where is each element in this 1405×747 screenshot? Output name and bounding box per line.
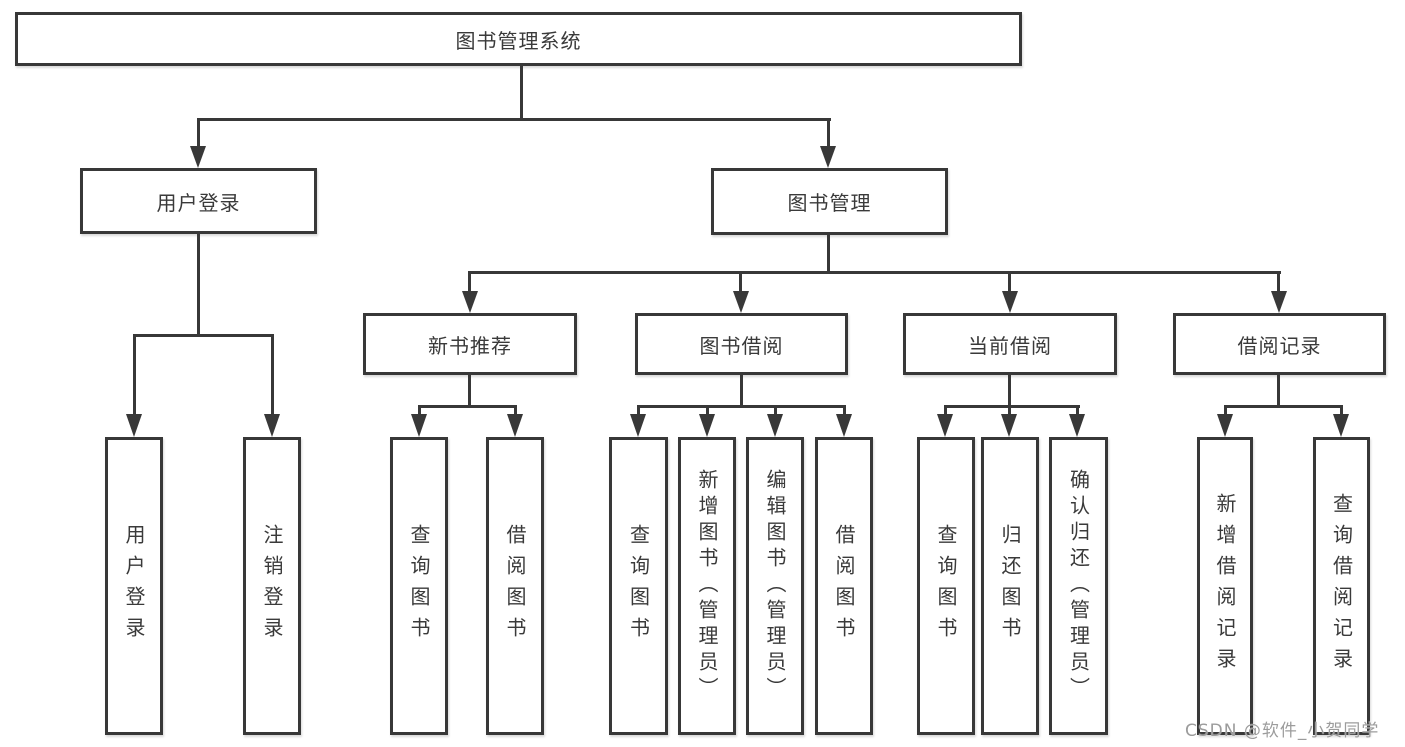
leaf-recommend-query-book-label: 查询图书	[407, 524, 431, 648]
leaf-recommend-query-book: 查询图书	[390, 437, 448, 735]
leaf-logout: 注销登录	[243, 437, 301, 735]
connector-stub-borrow-add-book	[706, 405, 709, 415]
node-borrow-records: 借阅记录	[1173, 313, 1386, 375]
arrowhead-recommend-query-book	[411, 414, 427, 437]
node-borrow-records-label: 借阅记录	[1237, 333, 1322, 358]
leaf-borrow-add-book-admin: 新增图书（管理员）	[678, 437, 736, 735]
connector-stub-borrow-borrow-book	[843, 405, 846, 415]
leaf-borrow-edit-book-admin-label: 编辑图书（管理员）	[763, 469, 787, 703]
leaf-recommend-borrow-book: 借阅图书	[486, 437, 544, 735]
connector-borrow-records-drop	[1277, 373, 1280, 408]
arrowhead-borrow-add-book	[699, 414, 715, 437]
leaf-borrow-query-book-label: 查询图书	[626, 524, 651, 648]
node-new-book-recommend: 新书推荐	[363, 313, 577, 375]
node-root-label: 图书管理系统	[455, 28, 582, 53]
connector-book-borrow-rail	[637, 405, 846, 408]
arrowhead-recommend-borrow-book	[507, 414, 523, 437]
connector-root-drop	[520, 64, 523, 121]
connector-l3-stub-new-book-recommend	[468, 271, 471, 293]
csdn-watermark: CSDN @软件_小贺同学	[1185, 721, 1380, 741]
leaf-current-return-book: 归还图书	[981, 437, 1039, 735]
arrowhead-leaf-user-login	[126, 414, 142, 437]
connector-stub-borrow-edit-book	[774, 405, 777, 415]
node-book-management-label: 图书管理	[787, 191, 872, 215]
node-current-borrow: 当前借阅	[903, 313, 1117, 375]
leaf-user-login: 用户登录	[105, 437, 163, 735]
leaf-records-query-record-label: 查询借阅记录	[1329, 493, 1354, 679]
node-new-book-recommend-label: 新书推荐	[428, 333, 512, 358]
connector-l3-stub-borrow-records	[1277, 271, 1280, 293]
node-book-management: 图书管理	[711, 168, 948, 235]
node-book-borrow: 图书借阅	[635, 313, 848, 375]
leaf-borrow-edit-book-admin: 编辑图书（管理员）	[746, 437, 804, 735]
connector-current-borrow-drop	[1008, 375, 1011, 408]
connector-stub-borrow-query-book	[637, 405, 640, 415]
leaf-records-add-record-label: 新增借阅记录	[1213, 493, 1237, 679]
connector-l2-stub-user-login	[197, 118, 200, 149]
leaf-user-login-label: 用户登录	[122, 524, 146, 648]
leaf-records-query-record: 查询借阅记录	[1313, 437, 1370, 735]
connector-book-borrow-drop	[740, 373, 743, 408]
arrowhead-book-borrow	[733, 291, 749, 313]
leaf-borrow-borrow-book-label: 借阅图书	[832, 524, 856, 648]
connector-l3-rail	[468, 271, 1281, 274]
node-book-borrow-label: 图书借阅	[699, 333, 784, 358]
connector-book-management-drop	[827, 233, 830, 274]
connector-user-login-rail	[133, 334, 274, 337]
leaf-recommend-borrow-book-label: 借阅图书	[503, 524, 527, 648]
connector-borrow-records-rail	[1224, 405, 1343, 408]
connector-stub-recommend-query-book	[418, 405, 421, 415]
connector-stub-leaf-logout	[271, 334, 274, 415]
connector-stub-records-query-record	[1340, 405, 1343, 415]
leaf-current-confirm-return-admin-label: 确认归还（管理员）	[1066, 469, 1091, 703]
leaf-current-return-book-label: 归还图书	[998, 524, 1022, 648]
connector-l3-stub-book-borrow	[739, 271, 742, 293]
leaf-current-query-book: 查询图书	[917, 437, 975, 735]
connector-l2-stub-book-management	[827, 118, 830, 149]
connector-user-login-drop	[197, 232, 200, 336]
connector-current-borrow-rail	[944, 405, 1080, 408]
connector-l2-rail	[197, 118, 831, 121]
connector-stub-current-return-book	[1008, 405, 1011, 415]
arrowhead-records-add-record	[1217, 414, 1233, 437]
node-user-login: 用户登录	[80, 168, 317, 234]
arrowhead-current-return-book	[1001, 414, 1017, 437]
leaf-logout-label: 注销登录	[260, 524, 284, 648]
node-root: 图书管理系统	[15, 12, 1022, 66]
arrowhead-book-management	[820, 146, 836, 168]
connector-stub-records-add-record	[1224, 405, 1227, 415]
arrowhead-borrow-query-book	[630, 414, 646, 437]
node-user-login-label: 用户登录	[156, 190, 241, 215]
arrowhead-current-query-book	[937, 414, 953, 437]
arrowhead-leaf-logout	[264, 414, 280, 437]
connector-stub-current-confirm-return	[1076, 405, 1079, 415]
leaf-records-add-record: 新增借阅记录	[1197, 437, 1253, 735]
connector-new-book-recommend-drop	[468, 373, 471, 408]
connector-stub-current-query-book	[944, 405, 947, 415]
connector-stub-leaf-user-login	[133, 334, 136, 415]
leaf-borrow-query-book: 查询图书	[609, 437, 668, 735]
connector-l3-stub-current-borrow	[1008, 271, 1011, 293]
arrowhead-borrow-records	[1271, 291, 1287, 313]
arrowhead-borrow-edit-book	[767, 414, 783, 437]
connector-stub-recommend-borrow-book	[514, 405, 517, 415]
arrowhead-records-query-record	[1333, 414, 1349, 437]
leaf-current-query-book-label: 查询图书	[934, 524, 958, 648]
leaf-borrow-add-book-admin-label: 新增图书（管理员）	[695, 469, 719, 703]
node-current-borrow-label: 当前借阅	[968, 333, 1052, 358]
arrowhead-current-borrow	[1002, 291, 1018, 313]
arrowhead-current-confirm-return	[1069, 414, 1085, 437]
arrowhead-new-book-recommend	[462, 291, 478, 313]
leaf-current-confirm-return-admin: 确认归还（管理员）	[1049, 437, 1108, 735]
connector-new-book-recommend-rail	[418, 405, 517, 408]
leaf-borrow-borrow-book: 借阅图书	[815, 437, 873, 735]
arrowhead-borrow-borrow-book	[836, 414, 852, 437]
arrowhead-user-login	[190, 146, 206, 168]
